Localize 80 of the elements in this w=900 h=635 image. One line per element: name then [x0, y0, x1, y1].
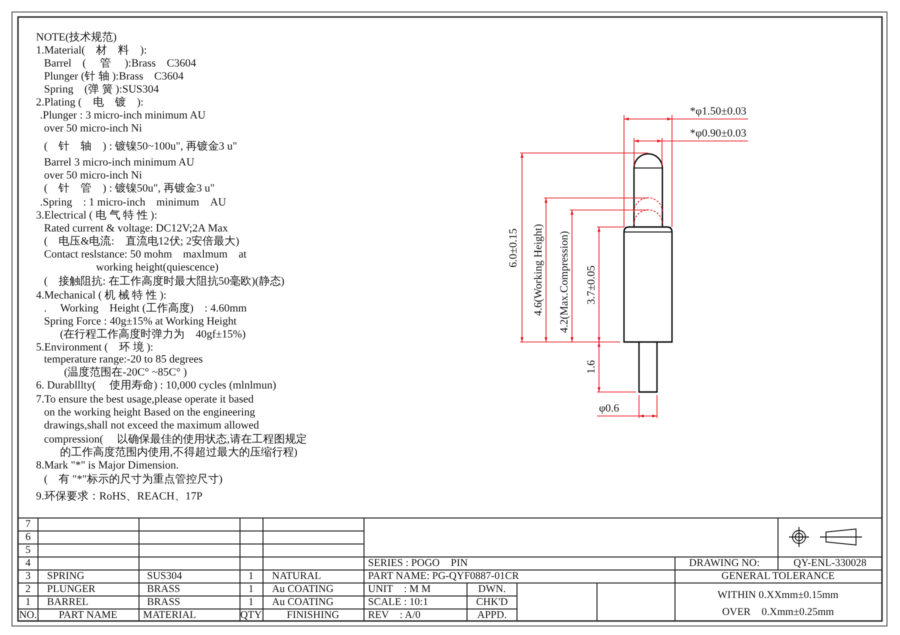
part-list-text: 1 [248, 571, 254, 582]
part-list-text: SPRING [47, 571, 84, 582]
note-text: drawings,shall not exceed the maximum allowed [44, 420, 260, 432]
note-text: (温度范围在-20C° ~85C° ) [64, 368, 187, 378]
column-header: FINISHING [286, 610, 340, 621]
dimension-label: 4.2(Max.Compression) [560, 230, 570, 334]
note-text: compression( 以确保最佳的使用状态,请在工程图规定 [44, 434, 307, 446]
note-text: ( 针 轴 ) : 镀镍50~100u", 再镀金3 u" [44, 142, 238, 152]
note-text: ( 有 "*"标示的尺寸为重点管控尺寸) [44, 474, 223, 486]
title-block-text: WITHIN 0.XXmm±0.15mm [718, 590, 838, 602]
note-text: 6. Durablllty( 使用寿命) : 10,000 cycles (mlnlmun) [36, 380, 276, 392]
note-text: ( 接触阻抗: 在工作高度时最大阻抗50毫欧)(静态) [44, 276, 284, 288]
row-number: 2 [25, 584, 31, 595]
note-text: Spring Force : 40g±15% at Working Height [44, 316, 237, 328]
note-text: 的工作高度范围内使用,不得超过最大的压缩行程) [60, 448, 298, 458]
part-list-text: BARREL [47, 597, 88, 608]
note-text: 1.Material( 材 料 ): [36, 46, 147, 56]
part-list-text: NATURAL [272, 571, 321, 582]
row-number: 1 [25, 597, 31, 608]
note-text: ( 电压&电流: 直流电12伏; 2安倍最大) [44, 236, 240, 248]
note-text: working height(quiescence) [96, 262, 218, 274]
note-text: Spring (弹 簧 ):SUS304 [44, 84, 159, 96]
title-block-text: OVER 0.Xmm±0.25mm [722, 608, 834, 618]
note-text: NOTE(技术规范) [36, 32, 117, 44]
dimension-label: φ0.6 [599, 404, 620, 414]
title-block-text: SCALE : 10:1 [368, 597, 428, 608]
part-list-text: SUS304 [147, 571, 182, 582]
title-block-text: DWN. [478, 584, 506, 595]
dimension-label: 4.6(Working Height) [534, 224, 544, 316]
note-text: .Spring : 1 micro-inch minimum AU [40, 198, 226, 208]
title-block-text: REV : A/0 [368, 610, 421, 621]
note-text: temperature range:-20 to 85 degrees [44, 354, 203, 366]
title-block-text: APPD. [477, 610, 507, 621]
row-number: 7 [25, 519, 31, 530]
row-number: 3 [25, 571, 31, 582]
note-text: 4.Mechanical ( 机 械 特 性 ): [36, 290, 166, 302]
note-text: Barrel 3 micro-inch minimum AU [44, 158, 194, 168]
note-text: . Working Height (工作高度) : 4.60mm [44, 304, 247, 314]
note-text: Rated current & voltage: DC12V;2A Max [44, 224, 228, 234]
note-text: Barrel ( 管 ):Brass C3604 [44, 58, 196, 70]
column-header: PART NAME [58, 610, 118, 621]
part-list-text: BRASS [147, 584, 180, 595]
note-text: (在行程工作高度时弹力为 40gf±15%) [60, 330, 246, 340]
row-number: 5 [25, 545, 31, 556]
part-list-text: Au COATING [272, 584, 334, 595]
part-list-text: 1 [248, 584, 254, 595]
note-text: .Plunger : 3 micro-inch minimum AU [40, 110, 206, 122]
column-header: NO. [19, 610, 37, 621]
note-text: over 50 micro-inch Ni [44, 124, 142, 134]
column-header: MATERIAL [143, 610, 196, 621]
column-header: QTY [240, 610, 262, 621]
note-text: ( 针 管 ) : 镀镍50u", 再镀金3 u" [44, 184, 215, 194]
note-text: 2.Plating ( 电 镀 ): [36, 98, 144, 108]
note-text: 9.环保要求：RoHS、REACH、17P [36, 492, 203, 502]
title-block-text: DRAWING NO: [689, 558, 760, 569]
title-block-text: UNIT : M M [368, 584, 431, 595]
note-text: 5.Environment ( 环 境 ): [36, 342, 154, 354]
dimension-label: *φ0.90±0.03 [690, 128, 746, 140]
note-text: 7.To ensure the best usage,please operate it based [36, 394, 254, 406]
part-list-text: PLUNGER [47, 584, 96, 595]
dimension-label: 3.7±0.05 [586, 265, 598, 305]
note-text: 3.Electrical ( 电 气 特 性 ): [36, 210, 158, 222]
dimension-label: 6.0±0.15 [508, 228, 520, 268]
note-text: Contact reslstance: 50 mohm maxlmum at [44, 250, 247, 260]
dimension-label: 1.6 [586, 360, 598, 374]
note-text: Plunger (针 轴 ):Brass C3604 [44, 72, 184, 82]
title-block-text: GENERAL TOLERANCE [721, 571, 835, 582]
part-list-text: 1 [248, 597, 254, 608]
note-text: over 50 micro-inch Ni [44, 170, 142, 182]
title-block-text: PART NAME: PG-QYF0887-01CR [368, 571, 520, 582]
title-block-text: QY-ENL-330028 [794, 558, 866, 569]
part-list-text: Au COATING [272, 597, 334, 608]
row-number: 4 [25, 558, 31, 569]
title-block-text: SERIES : POGO PIN [368, 558, 468, 569]
note-text: on the working height Based on the engineering [44, 408, 256, 418]
row-number: 6 [25, 532, 31, 543]
dimension-label: *φ1.50±0.03 [690, 106, 746, 118]
title-block-text: CHK'D [476, 597, 508, 608]
part-list-text: BRASS [147, 597, 180, 608]
note-text: 8.Mark "*" is Major Dimension. [36, 460, 179, 472]
